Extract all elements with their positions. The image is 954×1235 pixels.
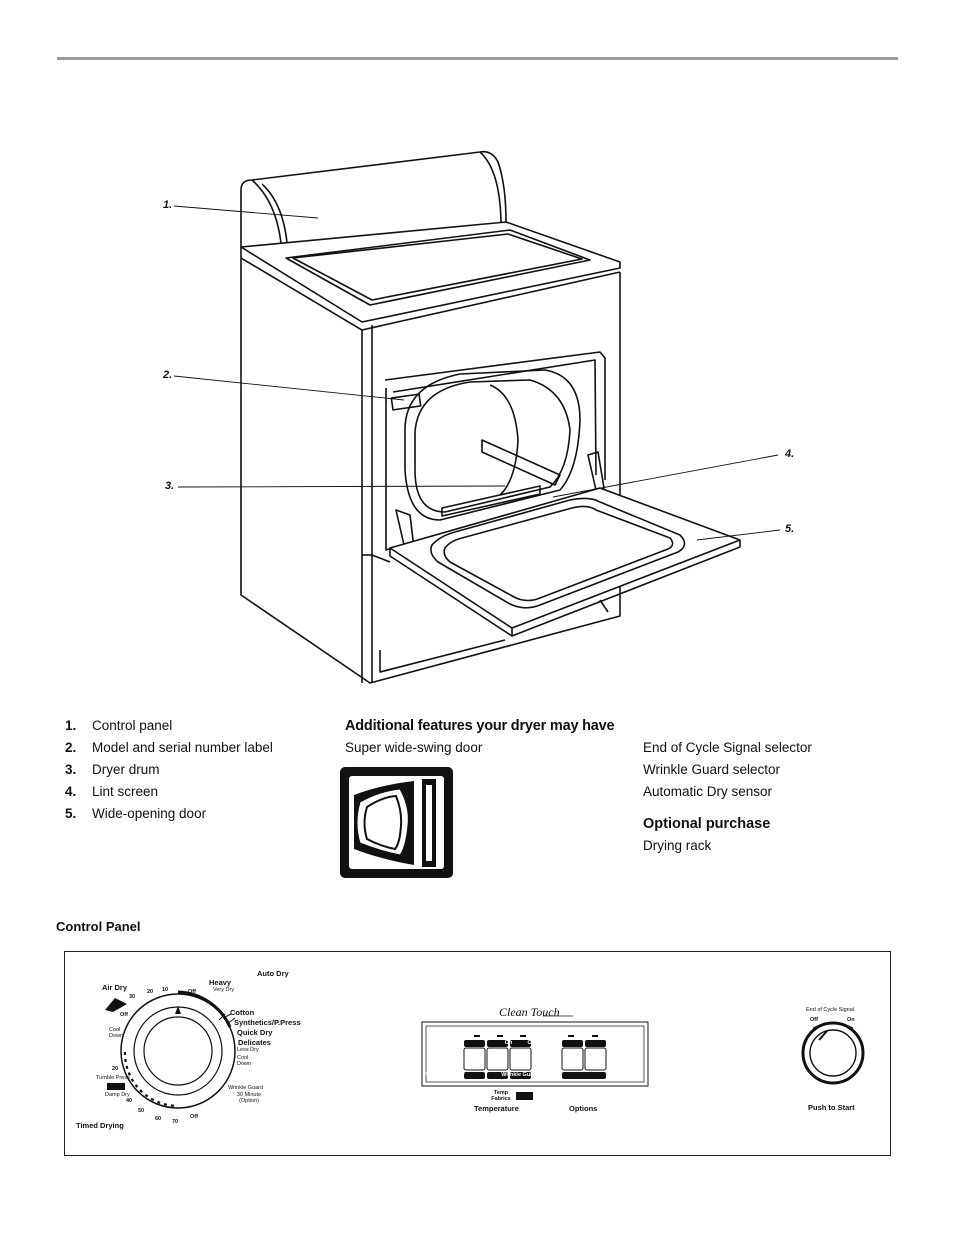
item-number: 3. <box>65 762 77 777</box>
item-number: 2. <box>65 740 77 755</box>
very-dry-label: Very Dry <box>213 987 235 993</box>
option-on-label: On <box>504 1040 513 1046</box>
list-item: Automatic Dry sensor <box>643 784 773 799</box>
item-label: Lint screen <box>92 784 159 799</box>
minute-10: 10 <box>162 987 169 993</box>
item-label: Control panel <box>92 718 173 733</box>
minute-70: 70 <box>172 1119 179 1125</box>
minute-20-left: 20 <box>112 1066 119 1072</box>
optional-heading: Optional purchase <box>643 816 771 832</box>
item-number: 4. <box>65 784 77 799</box>
signal-title: End of Cycle Signal <box>806 1007 854 1013</box>
list-item: 3. Dryer drum <box>65 762 273 784</box>
features-list: End of Cycle Signal selector Wrinkle Gua… <box>643 740 812 806</box>
callout-1: 1. <box>163 199 173 211</box>
item-number: 5. <box>65 806 77 821</box>
wrinkle-note-label: 30 Minute (Option) <box>236 1092 262 1104</box>
callout-3: 3. <box>165 480 175 492</box>
list-item: 2. Model and serial number label <box>65 740 273 762</box>
dryel-badge-dial <box>107 1083 125 1090</box>
dryer-illustration <box>173 150 781 684</box>
list-item: 4. Lint screen <box>65 784 273 806</box>
wrinkle-guard-dial-label: Wrinkle Guard <box>228 1085 264 1091</box>
wrinkle-guard-label: Wrinkle Guard <box>501 1072 539 1078</box>
brand-label: Clean Touch <box>499 1005 560 1019</box>
control-panel-diagram: Auto Dry Air Dry Heavy Very Dry Off 30 2… <box>64 951 891 1156</box>
damp-dry-label: Damp Dry <box>105 1092 130 1098</box>
dryel-badge: DRYEL <box>452 1092 471 1098</box>
off-top-label: Off <box>188 989 196 995</box>
minute-50: 50 <box>138 1108 145 1114</box>
fabric-knits-label: Knits <box>403 1072 418 1078</box>
temperature-label: Temperature <box>474 1104 519 1113</box>
item-label: Dryer drum <box>92 762 160 777</box>
off-bottom-label: Off <box>190 1114 198 1120</box>
options-label: Options <box>569 1104 598 1113</box>
parts-list: 1. Control panel 2. Model and serial numbe… <box>65 718 273 828</box>
delicates-label: Delicates <box>238 1038 271 1047</box>
list-item: Wrinkle Guard selector <box>643 762 781 777</box>
less-dry-label: Less Dry <box>237 1047 259 1053</box>
callout-4: 4. <box>785 448 795 460</box>
signal-on-label: On <box>847 1017 855 1023</box>
minute-30: 30 <box>129 994 136 1000</box>
temp-low-label: Low <box>405 1040 416 1046</box>
item-label: Wide-opening door <box>92 806 207 821</box>
synthetics-label: Synthetics/P.Press <box>234 1018 301 1027</box>
top-rule <box>57 57 898 60</box>
list-item: 1. Control panel <box>65 718 273 740</box>
cotton-label: Cotton <box>230 1008 255 1017</box>
item-label: Model and serial number label <box>92 740 273 755</box>
option-off-label: Off <box>527 1040 536 1046</box>
panel-graphics <box>105 990 865 1109</box>
callout-5: 5. <box>785 523 795 535</box>
minute-40: 40 <box>126 1098 133 1104</box>
minute-20-top: 20 <box>147 989 154 995</box>
signal-off-label: Off <box>810 1017 818 1023</box>
minute-60: 60 <box>155 1116 162 1122</box>
features-heading: Additional features your dryer may have <box>345 718 615 734</box>
temp-med-label: Med <box>428 1040 439 1046</box>
cool-down-right-label: Cool Down <box>237 1055 252 1067</box>
air-dry-label: Air Dry <box>102 983 128 992</box>
fabric-heavy-label: Heavy <box>448 1072 465 1078</box>
push-to-start-label: Push to Start <box>808 1103 855 1112</box>
feature-wide-swing-door: Super wide-swing door <box>345 740 483 755</box>
fabric-ppress-label: P.Press <box>423 1072 444 1078</box>
callout-2: 2. <box>163 369 173 381</box>
list-item: End of Cycle Signal selector <box>643 740 812 755</box>
wide-swing-door-icon <box>340 767 453 878</box>
optional-item: Drying rack <box>643 838 712 853</box>
off-left-label: Off <box>120 1012 128 1018</box>
tumble-press-label: Tumble Press <box>96 1075 130 1081</box>
heavy-label: Heavy <box>209 978 232 987</box>
quick-dry-label: Quick Dry <box>237 1028 273 1037</box>
temp-high-label: High <box>450 1040 463 1046</box>
timed-drying-label: Timed Drying <box>76 1121 124 1130</box>
item-number: 1. <box>65 718 77 733</box>
auto-dry-label: Auto Dry <box>257 969 289 978</box>
temp-fabrics-label: Temp Fabrics <box>491 1090 511 1102</box>
control-panel-label: Control Panel <box>56 919 141 934</box>
list-item: 5. Wide-opening door <box>65 806 273 828</box>
cool-down-left-label: Cool Down <box>109 1027 124 1039</box>
